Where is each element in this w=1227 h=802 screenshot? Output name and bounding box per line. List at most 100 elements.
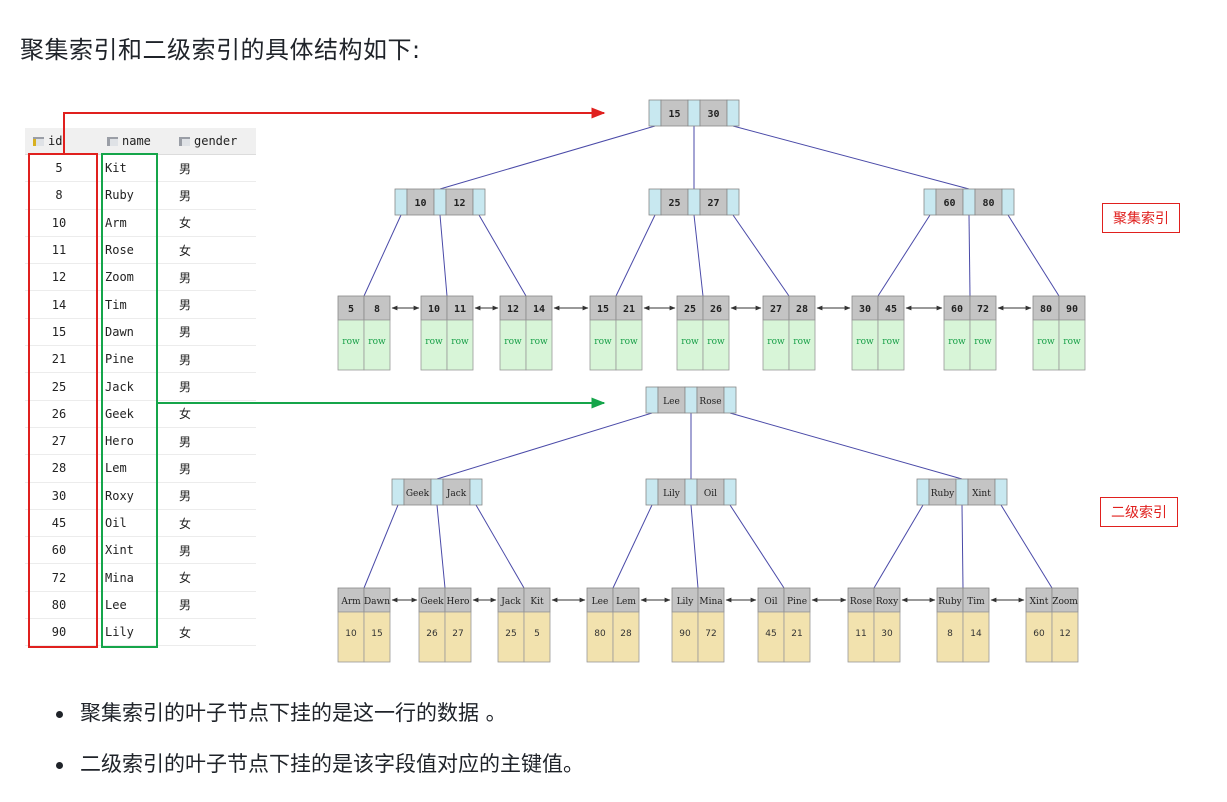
- leaf-payload-label: 21: [791, 629, 802, 639]
- leaf-payload: [962, 611, 990, 663]
- leaf-key-label: Jack: [500, 597, 521, 607]
- leaf-payload-label: row: [1063, 337, 1081, 347]
- cell-gender: 女: [171, 400, 256, 428]
- tree-edge: [363, 214, 402, 297]
- leaf-payload: [586, 611, 614, 663]
- cell-name: Roxy: [99, 482, 171, 510]
- leaf-payload-label: 28: [620, 629, 632, 639]
- column-header-name[interactable]: name: [99, 128, 171, 155]
- tree-edge: [961, 504, 964, 589]
- node-key: [403, 478, 432, 506]
- leaf-payload-label: 30: [881, 629, 893, 639]
- leaf-key-label: Oil: [764, 597, 777, 607]
- node-key-label: Jack: [446, 489, 467, 499]
- leaf-key: [418, 587, 446, 613]
- cell-gender: 女: [171, 209, 256, 237]
- leaf-payload: [497, 611, 525, 663]
- leaf-payload: [444, 611, 472, 663]
- cell-gender: 男: [171, 536, 256, 565]
- leaf-payload-label: row: [451, 337, 469, 347]
- leaf-key: [702, 295, 730, 321]
- leaf-payload: [446, 319, 474, 371]
- cell-gender: 女: [171, 509, 256, 538]
- cell-name: Rose: [99, 236, 171, 265]
- leaf-key-label: 28: [796, 304, 808, 315]
- leaf-key: [1058, 295, 1086, 321]
- leaf-key-label: 30: [859, 304, 871, 315]
- leaf-key: [446, 295, 474, 321]
- note-secondary: 二级索引的叶子节点下挂的是该字段值对应的主键值。: [52, 751, 584, 777]
- secondary-leaf-node: Oil 45 Pine 21: [757, 587, 811, 663]
- cell-id: 45: [25, 509, 99, 538]
- cell-id: 60: [25, 536, 99, 565]
- leaf-key-label: Tim: [967, 597, 985, 607]
- leaf-key-label: Dawn: [364, 597, 390, 607]
- leaf-key-label: 72: [977, 304, 989, 315]
- leaf-payload: [363, 319, 391, 371]
- tree-edge: [436, 504, 446, 589]
- cell-id: 27: [25, 427, 99, 456]
- name-column-highlight: [101, 153, 158, 648]
- leaf-payload: [697, 611, 725, 663]
- node-pointer: [472, 188, 486, 216]
- leaf-key: [936, 587, 964, 613]
- cell-id: 14: [25, 290, 99, 319]
- leaf-key-label: Arm: [340, 597, 361, 607]
- leaf-payload-label: row: [856, 337, 874, 347]
- leaf-key-label: Pine: [787, 597, 807, 607]
- cell-gender: 男: [171, 482, 256, 510]
- column-header-gender[interactable]: gender: [171, 128, 256, 155]
- node-pointer: [1001, 188, 1015, 216]
- leaf-key-label: 5: [348, 304, 354, 315]
- cell-id: 15: [25, 318, 99, 347]
- leaf-key-label: Ruby: [938, 597, 962, 607]
- node-key-label: 15: [668, 109, 680, 120]
- leaf-key: [612, 587, 640, 613]
- cell-gender: 男: [171, 154, 256, 183]
- leaf-key-label: Mina: [699, 597, 723, 607]
- leaf-payload-label: 45: [765, 629, 776, 639]
- leaf-key-label: 45: [885, 304, 897, 315]
- node-key-label: 30: [707, 109, 719, 120]
- cell-gender: 男: [171, 263, 256, 292]
- cell-name: Hero: [99, 427, 171, 456]
- node-key-label: 12: [453, 198, 465, 209]
- tree-edge: [475, 504, 525, 589]
- node-key-label: 25: [668, 198, 680, 209]
- leaf-key: [757, 587, 785, 613]
- column-header-id[interactable]: id: [25, 128, 99, 155]
- cell-gender: 女: [171, 563, 256, 592]
- leaf-payload-label: row: [594, 337, 612, 347]
- node-key: [928, 478, 957, 506]
- cell-name: Arm: [99, 209, 171, 237]
- node-pointer: [645, 478, 659, 506]
- leaf-key: [523, 587, 551, 613]
